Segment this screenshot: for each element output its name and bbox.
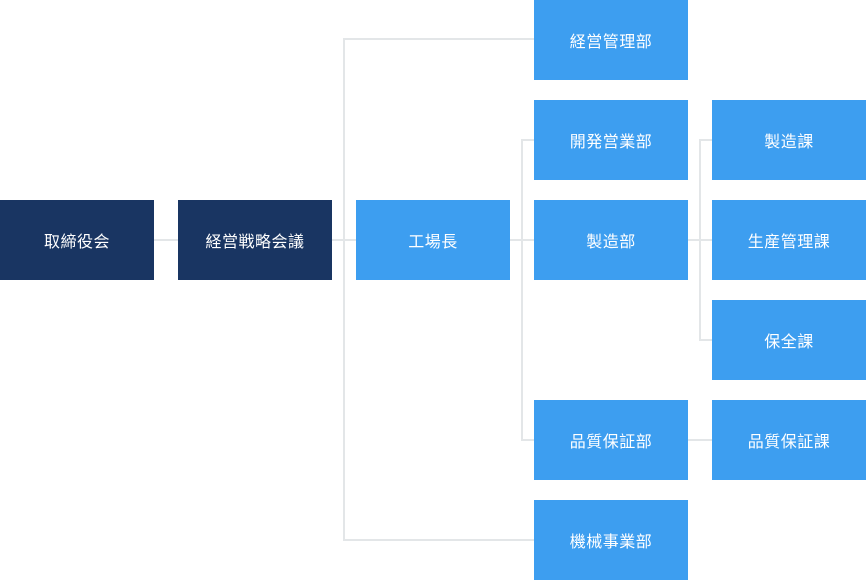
- dev-sales-dept-node: 開発営業部: [534, 100, 688, 180]
- qa-dept-node: 品質保証部: [534, 400, 688, 480]
- machinery-dept-node: 機械事業部: [534, 500, 688, 580]
- plant-manager-node: 工場長: [356, 200, 510, 280]
- production-control-section-node: 生産管理課: [712, 200, 866, 280]
- management-dept-node: 経営管理部: [534, 0, 688, 80]
- manufacturing-dept-node: 製造部: [534, 200, 688, 280]
- maintenance-section-node: 保全課: [712, 300, 866, 380]
- strategy-meeting-node: 経営戦略会議: [178, 200, 332, 280]
- board-node: 取締役会: [0, 200, 154, 280]
- qa-section-node: 品質保証課: [712, 400, 866, 480]
- manufacturing-section-node: 製造課: [712, 100, 866, 180]
